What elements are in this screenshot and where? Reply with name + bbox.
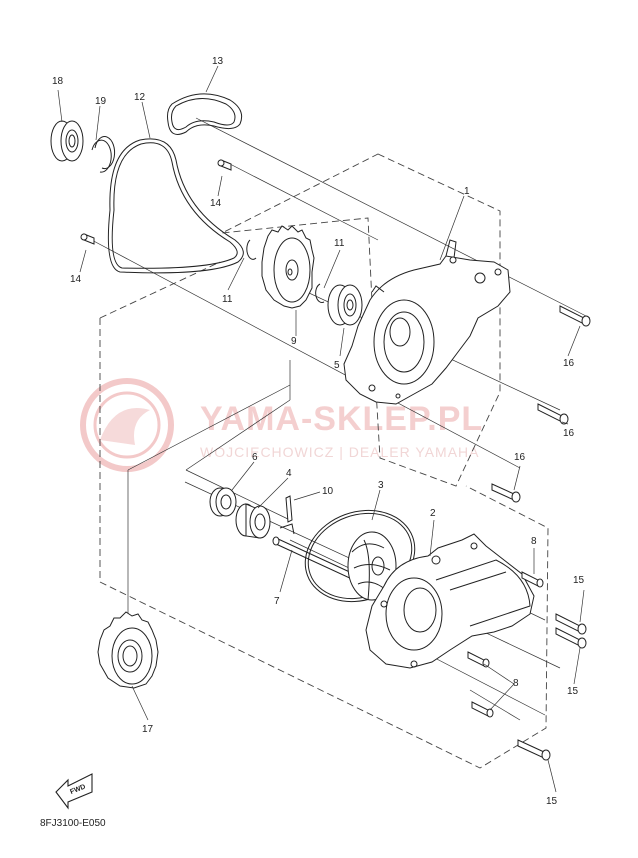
callout-9: 9 (291, 336, 297, 347)
callout-2: 2 (430, 508, 436, 519)
gasket-13[interactable] (167, 93, 243, 135)
callout-15b: 15 (567, 686, 579, 697)
pump-cover-1[interactable] (343, 239, 511, 405)
callout-8a: 8 (531, 536, 537, 547)
gasket-12[interactable] (107, 138, 244, 274)
callout-labels: 1 2 3 4 5 6 7 8 8 9 10 11 11 12 13 14 14… (52, 56, 585, 807)
callout-leaders (57, 65, 585, 793)
diagram-code: 8FJ3100-E050 (40, 818, 106, 829)
callout-10: 10 (322, 486, 334, 497)
callout-19: 19 (95, 96, 107, 107)
callout-13: 13 (212, 56, 224, 67)
pin-10[interactable] (285, 495, 293, 523)
callout-4: 4 (286, 468, 292, 479)
callout-16b: 16 (563, 428, 575, 439)
callout-7: 7 (274, 596, 280, 607)
callout-8b: 8 (513, 678, 519, 689)
bearing-5[interactable] (327, 284, 363, 326)
circlip-11a[interactable] (246, 239, 257, 260)
callout-18: 18 (52, 76, 64, 87)
dowel-pin-14b[interactable] (80, 233, 95, 245)
callout-15a: 15 (573, 575, 585, 586)
callout-16c: 16 (514, 452, 526, 463)
gear-9[interactable] (261, 225, 315, 309)
dowel-pin-14a[interactable] (217, 159, 232, 171)
callout-12: 12 (134, 92, 146, 103)
bolt-15a[interactable] (555, 613, 587, 635)
callout-1: 1 (464, 186, 470, 197)
callout-11b: 11 (222, 294, 233, 305)
mechanical-seal-4[interactable] (235, 503, 271, 539)
bearing-18[interactable] (50, 120, 84, 162)
screw-8c[interactable] (471, 701, 494, 718)
bolt-15c[interactable] (517, 739, 551, 761)
pump-housing-2[interactable] (365, 533, 535, 669)
bolt-16c[interactable] (491, 483, 521, 503)
driven-gear-17[interactable] (97, 611, 159, 689)
oil-seal-6[interactable] (209, 487, 237, 517)
callout-14b: 14 (70, 274, 82, 285)
screw-8a[interactable] (521, 571, 544, 588)
callout-3: 3 (378, 480, 384, 491)
dealer-watermark: YAMA-SKLEP.PL WOJCIECHOWICZ | DEALER YAM… (80, 378, 483, 472)
impeller[interactable] (347, 531, 397, 601)
forward-arrow-icon: FWD (55, 773, 93, 810)
circlip-11b[interactable] (315, 283, 325, 303)
bolt-15b[interactable] (555, 627, 587, 649)
callout-14a: 14 (210, 198, 222, 209)
callout-16a: 16 (563, 358, 575, 369)
bolt-16a[interactable] (559, 305, 591, 327)
callout-5: 5 (334, 360, 340, 371)
watermark-logo-icon (80, 378, 174, 472)
callout-6: 6 (252, 452, 258, 463)
assembly-lower-boundary (99, 318, 549, 769)
screw-8b[interactable] (467, 651, 490, 668)
callout-11a: 11 (334, 238, 345, 249)
watermark-subtext: WOJCIECHOWICZ | DEALER YAMAHA (200, 444, 479, 460)
watermark-text: YAMA-SKLEP.PL (200, 400, 483, 438)
callout-15c: 15 (546, 796, 558, 807)
callout-17: 17 (142, 724, 154, 735)
circlip-19[interactable] (91, 136, 116, 173)
